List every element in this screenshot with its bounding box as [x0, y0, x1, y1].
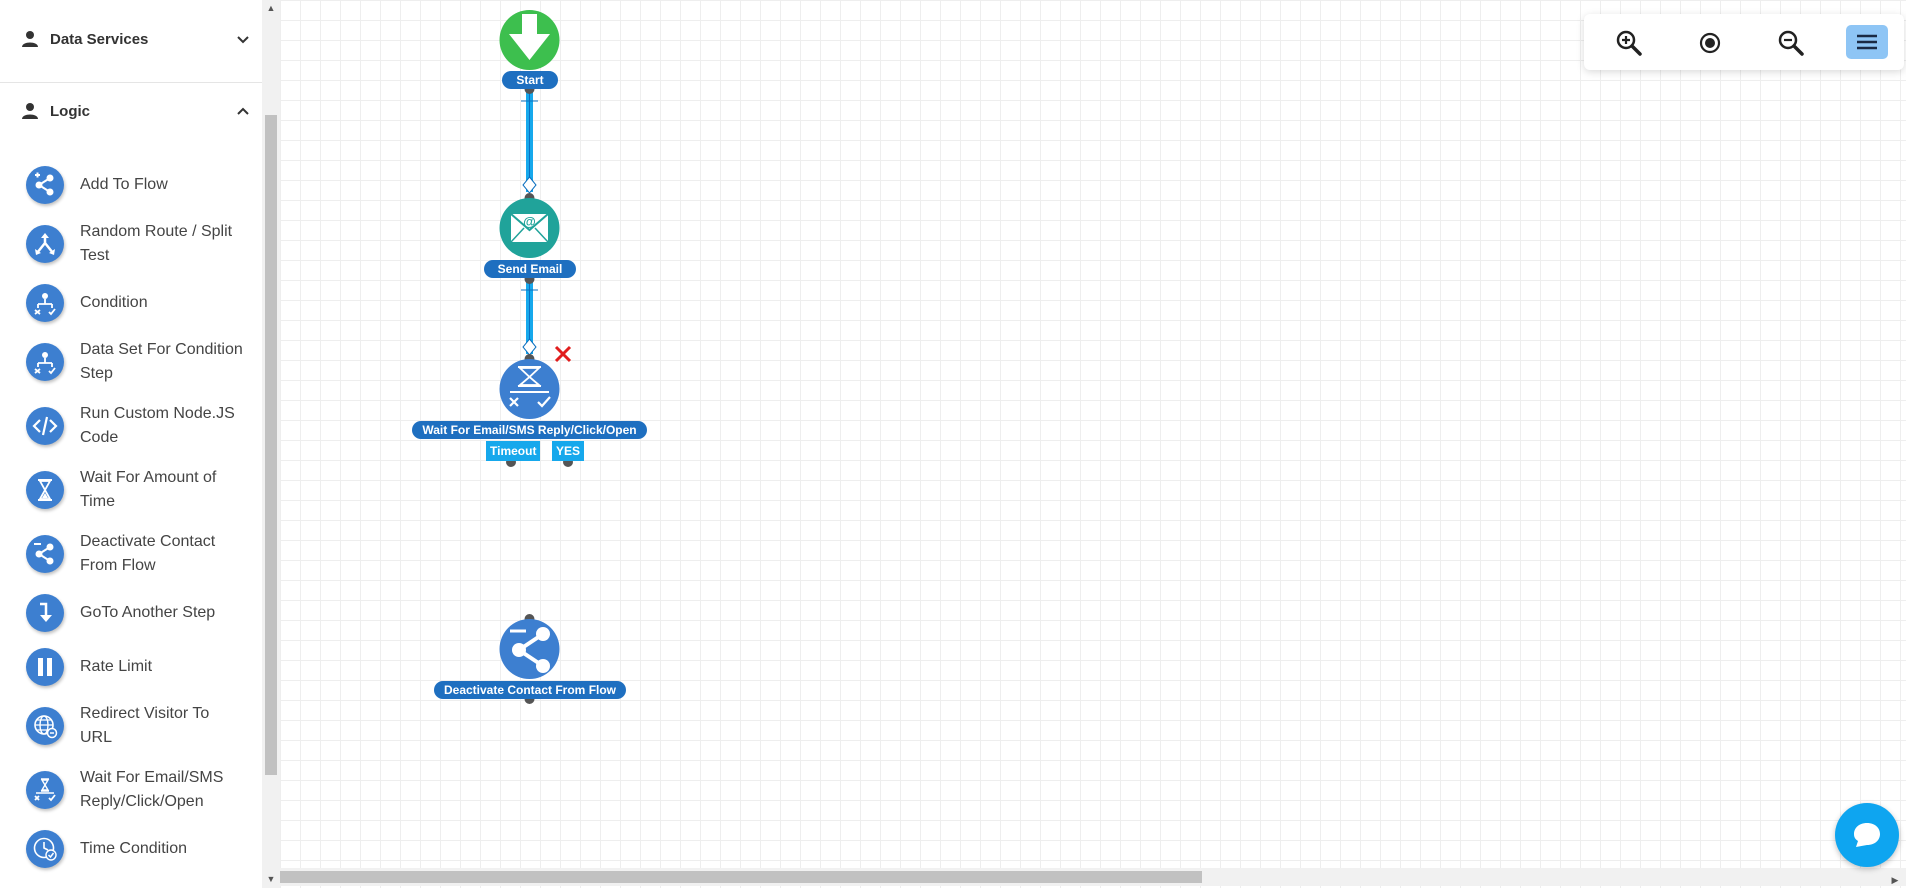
tool-label: Condition — [80, 294, 148, 311]
section-title: Logic — [50, 102, 90, 120]
section-header-logic[interactable]: Logic — [0, 83, 262, 139]
globe-redirect-icon — [26, 707, 64, 745]
sidebar: Data Services Logic Add To Flow Random R… — [0, 0, 262, 888]
scroll-down-arrow-icon[interactable]: ▼ — [266, 874, 276, 884]
send-email-node[interactable]: @ — [499, 193, 560, 284]
zoom-toolbar — [1584, 14, 1904, 70]
node-label-send-email[interactable]: Send Email — [484, 260, 576, 278]
zoom-in-icon — [1616, 30, 1642, 56]
tool-item-random-route[interactable]: Random Route / Split Test — [0, 215, 262, 273]
reset-center-icon — [1699, 32, 1721, 54]
tool-item-wait-email-sms[interactable]: Wait For Email/SMS Reply/Click/Open — [0, 761, 262, 819]
deactivate-share-icon — [510, 627, 550, 673]
scroll-right-arrow-icon[interactable]: ▶ — [1891, 875, 1899, 885]
tool-label: Wait For Email/SMS Reply/Click/Open — [80, 769, 224, 810]
divider — [0, 82, 262, 83]
tool-label: Wait For Amount of Time — [80, 469, 217, 510]
tool-label: Time Condition — [80, 840, 188, 857]
flow-canvas[interactable] — [280, 0, 1906, 888]
tool-label: Random Route / Split Test — [80, 223, 233, 264]
node-label-deactivate[interactable]: Deactivate Contact From Flow — [434, 681, 626, 699]
add-to-flow-share-icon — [26, 166, 64, 204]
connector-diamond — [522, 176, 537, 194]
delete-node-icon[interactable] — [554, 345, 572, 363]
zoom-in-button[interactable] — [1614, 28, 1644, 58]
tool-label: Deactivate Contact From Flow — [80, 533, 216, 574]
chevron-up-icon — [237, 107, 249, 115]
chevron-down-icon — [237, 36, 249, 44]
chat-button[interactable] — [1835, 803, 1899, 867]
menu-icon — [1857, 34, 1877, 50]
connector-diamond — [522, 338, 537, 356]
tool-label: Redirect Visitor To URL — [80, 705, 210, 746]
wait-email-sms-node[interactable] — [499, 354, 560, 419]
branch-label-timeout[interactable]: Timeout — [486, 441, 541, 461]
person-icon — [22, 103, 38, 119]
data-set-condition-icon — [26, 343, 64, 381]
tool-label: Data Set For Condition Step — [80, 341, 243, 382]
hourglass-icon — [26, 471, 64, 509]
wait-reply-icon — [26, 771, 64, 809]
sidebar-scrollbar-thumb[interactable] — [265, 115, 277, 775]
person-icon — [22, 31, 38, 47]
menu-button[interactable] — [1846, 25, 1888, 59]
branch-label-yes[interactable]: YES — [552, 441, 585, 461]
node-label-start[interactable]: Start — [502, 71, 558, 89]
tool-label: Add To Flow — [80, 176, 168, 193]
tool-label: Run Custom Node.JS Code — [80, 405, 235, 446]
tool-item-goto-step[interactable]: GoTo Another Step — [0, 584, 262, 642]
tool-item-time-condition[interactable]: Time Condition — [0, 820, 262, 878]
code-icon — [26, 407, 64, 445]
node-label-wait-email-sms[interactable]: Wait For Email/SMS Reply/Click/Open — [412, 421, 647, 439]
tool-item-data-set-condition[interactable]: Data Set For Condition Step — [0, 333, 262, 391]
scroll-up-arrow-icon[interactable]: ▲ — [266, 3, 276, 13]
reset-center-button[interactable] — [1695, 28, 1725, 58]
tool-item-condition[interactable]: Condition — [0, 274, 262, 332]
tool-item-deactivate-contact[interactable]: Deactivate Contact From Flow — [0, 525, 262, 583]
canvas-scrollbar-thumb[interactable] — [280, 871, 1202, 883]
tool-label: Rate Limit — [80, 658, 153, 675]
pause-icon — [26, 648, 64, 686]
tool-label: GoTo Another Step — [80, 604, 216, 621]
section-title: Data Services — [50, 30, 149, 48]
deactivate-contact-node[interactable] — [499, 614, 560, 704]
zoom-out-button[interactable] — [1776, 28, 1806, 58]
download-arrow-icon — [509, 14, 550, 60]
tool-item-wait-amount-time[interactable]: Wait For Amount of Time — [0, 461, 262, 519]
tool-item-rate-limit[interactable]: Rate Limit — [0, 638, 262, 696]
section-header-data-services[interactable]: Data Services — [0, 11, 262, 67]
deactivate-share-icon — [26, 535, 64, 573]
clock-check-icon — [26, 830, 64, 868]
wait-reply-icon — [509, 366, 551, 408]
split-route-icon — [26, 225, 64, 263]
email-envelope-icon: @ — [510, 213, 549, 243]
tool-item-redirect-visitor[interactable]: Redirect Visitor To URL — [0, 697, 262, 755]
tool-item-add-to-flow[interactable]: Add To Flow — [0, 156, 262, 214]
goto-arrow-icon — [26, 594, 64, 632]
svg-text:@: @ — [523, 214, 536, 229]
tool-item-run-custom-code[interactable]: Run Custom Node.JS Code — [0, 397, 262, 455]
zoom-out-icon — [1778, 30, 1804, 56]
chat-bubble-icon — [1854, 823, 1880, 847]
condition-icon — [26, 284, 64, 322]
